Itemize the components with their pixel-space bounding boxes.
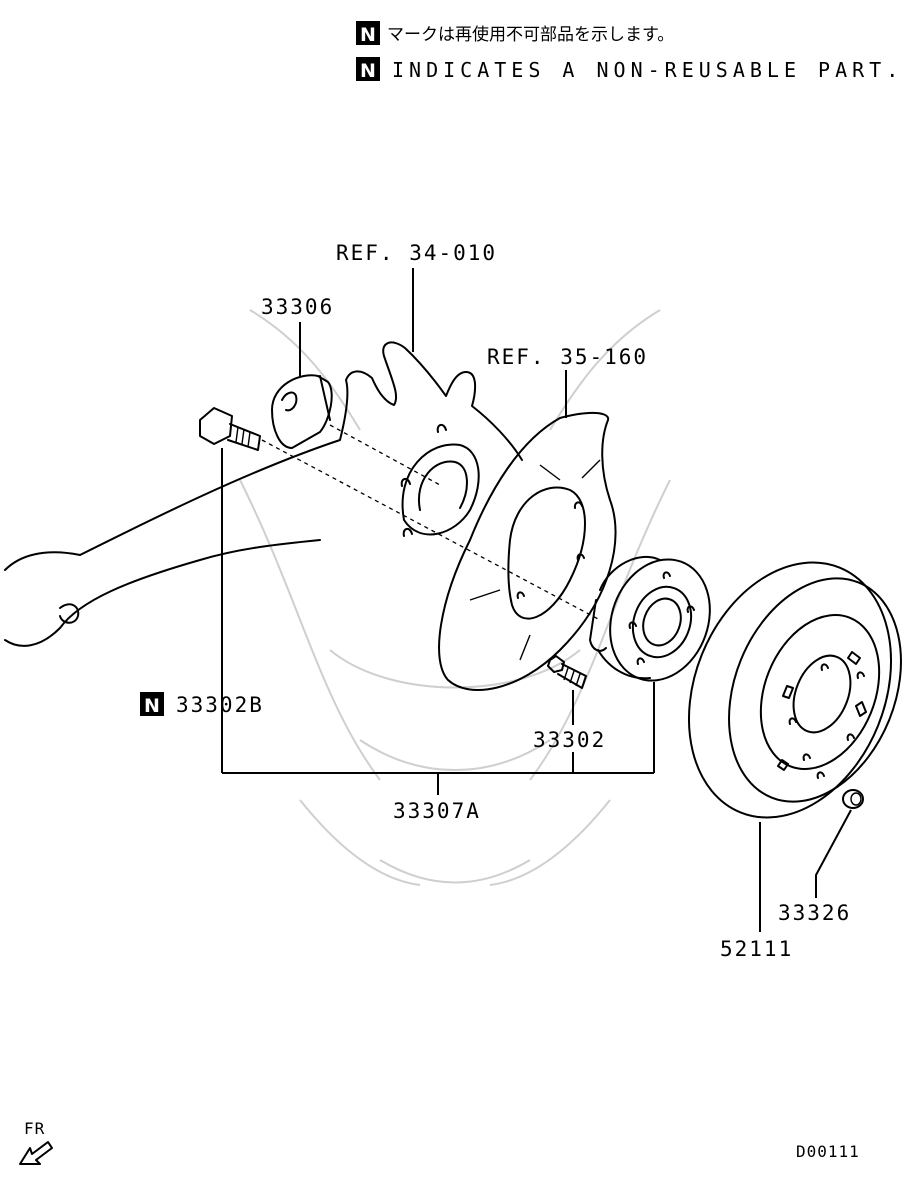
callout-33302b-number: 33302B (176, 693, 264, 717)
callout-33326: 33326 (778, 901, 851, 925)
legend-jp-row: N マークは再使用不可部品を示します。 (356, 21, 674, 46)
callout-ref-34-010: REF. 34-010 (336, 241, 497, 265)
callout-33302: 33302 (533, 728, 606, 752)
nut-drawing (842, 789, 864, 809)
callout-33307a: 33307A (393, 799, 481, 823)
non-reusable-badge (140, 692, 164, 716)
callout-ref-35-160: REF. 35-160 (487, 345, 648, 369)
bolt-drawing (199, 407, 261, 451)
callout-33306: 33306 (261, 295, 334, 319)
callout-33302b: N 33302B (140, 692, 264, 717)
front-direction-indicator: FR (19, 1119, 53, 1165)
legend-japanese-note: マークは再使用不可部品を示します。 (387, 24, 674, 45)
assembly-centerlines (261, 424, 601, 621)
hub-bolt-drawing (547, 655, 587, 689)
cap-drawing (271, 374, 333, 449)
hub-assembly-drawing (589, 555, 711, 682)
knuckle-drawing (4, 341, 523, 647)
legend-english-note: INDICATES A NON-REUSABLE PART. (392, 58, 903, 82)
watermark-emblem (239, 309, 671, 886)
drawing-code: D00111 (796, 1142, 860, 1161)
non-reusable-badge (356, 57, 380, 81)
front-arrow-icon (19, 1141, 53, 1165)
dust-shield-drawing (438, 412, 617, 691)
non-reusable-badge-letter: N (360, 60, 376, 82)
non-reusable-badge (356, 21, 380, 45)
front-direction-label: FR (24, 1119, 45, 1138)
callout-52111: 52111 (720, 937, 793, 961)
rotor-drawing (687, 561, 902, 819)
leader-lines (221, 268, 852, 932)
non-reusable-badge-letter: N (144, 695, 160, 717)
non-reusable-badge-letter: N (360, 24, 376, 46)
legend-en-row: N INDICATES A NON-REUSABLE PART. (356, 57, 903, 82)
